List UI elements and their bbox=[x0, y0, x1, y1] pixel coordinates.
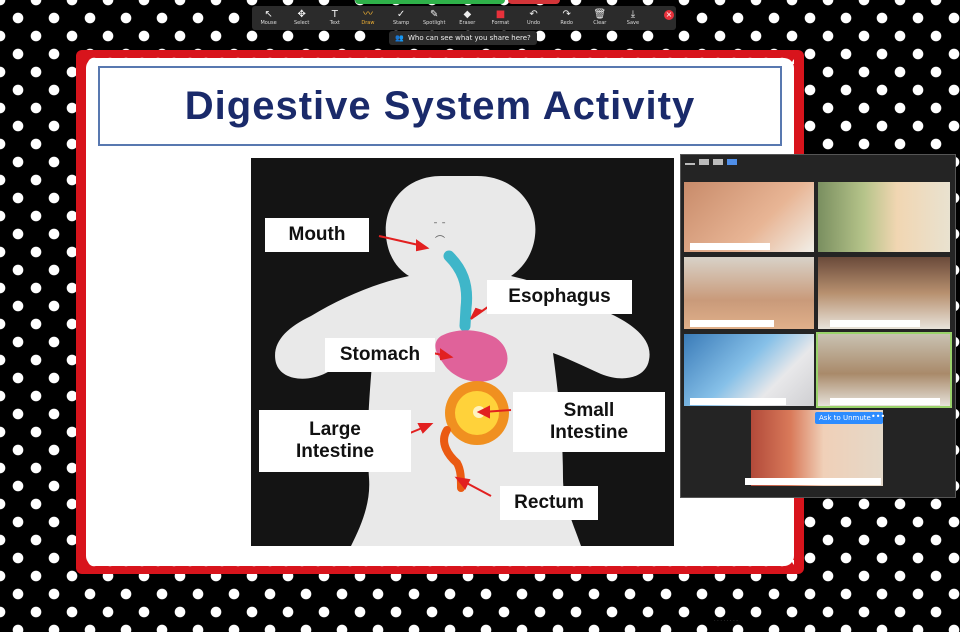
participant-name-bar bbox=[690, 320, 774, 327]
label-mouth: Mouth bbox=[265, 218, 369, 252]
sharing-indicator[interactable] bbox=[355, 0, 505, 4]
tool-mouse[interactable]: ↖Mouse bbox=[260, 9, 277, 27]
draw-icon: 〰 bbox=[362, 9, 373, 20]
label-small-intestine: Small Intestine bbox=[513, 392, 665, 452]
minimize-icon[interactable] bbox=[685, 163, 695, 165]
participant-tile[interactable] bbox=[818, 182, 950, 252]
tool-undo[interactable]: ↶Undo bbox=[527, 9, 541, 27]
trash-icon: 🗑 bbox=[593, 9, 607, 20]
label-esophagus: Esophagus bbox=[487, 280, 632, 314]
tool-select[interactable]: ✥Select bbox=[293, 9, 310, 27]
participant-name-bar bbox=[745, 478, 881, 485]
participant-tile[interactable] bbox=[684, 182, 814, 252]
participant-name-bar bbox=[830, 320, 920, 327]
tool-redo[interactable]: ↷Redo bbox=[560, 9, 573, 27]
spotlight-icon: ✎ bbox=[429, 9, 439, 20]
participant-name-bar bbox=[690, 243, 770, 250]
label-large-intestine: Large Intestine bbox=[259, 410, 411, 472]
more-options-button[interactable]: ••• bbox=[871, 412, 885, 424]
share-visibility-notice[interactable]: 👥 Who can see what you share here? bbox=[389, 31, 537, 45]
tool-format[interactable]: ■Format bbox=[491, 9, 510, 27]
format-icon: ■ bbox=[495, 9, 506, 20]
tool-stamp[interactable]: ✓Stamp bbox=[392, 9, 410, 27]
label-stomach: Stomach bbox=[325, 338, 435, 372]
label-rectum: Rectum bbox=[500, 486, 598, 520]
participant-name-bar bbox=[690, 398, 786, 405]
close-toolbar-icon[interactable]: × bbox=[664, 10, 674, 20]
select-icon: ✥ bbox=[297, 9, 306, 20]
text-icon: T bbox=[331, 9, 338, 20]
thumbnail-view-icon[interactable] bbox=[699, 159, 709, 165]
participant-name-bar bbox=[830, 398, 940, 405]
mouse-pointer-icon: ↖ bbox=[264, 9, 273, 20]
tool-save[interactable]: ⤓Save bbox=[626, 9, 640, 27]
undo-icon: ↶ bbox=[529, 9, 538, 20]
eraser-icon: ◆ bbox=[463, 9, 472, 20]
stamp-icon: ✓ bbox=[396, 9, 406, 20]
body-cutout-illustration: ˉ ˉ ⌒ bbox=[251, 158, 674, 546]
speaker-view-icon[interactable] bbox=[713, 159, 723, 165]
tool-draw[interactable]: 〰Draw bbox=[361, 9, 375, 27]
redo-icon: ↷ bbox=[562, 9, 571, 20]
gallery-view-icon[interactable] bbox=[727, 159, 737, 165]
ask-to-unmute-button[interactable]: Ask to Unmute bbox=[815, 412, 875, 424]
footnote-strip: · · · · · · · · bbox=[714, 618, 738, 624]
svg-text:ˉ ˉ: ˉ ˉ bbox=[433, 222, 446, 233]
slide-title-box: Digestive System Activity bbox=[98, 66, 782, 146]
participant-tile[interactable] bbox=[818, 257, 950, 329]
slide-title: Digestive System Activity bbox=[184, 83, 696, 128]
people-icon: 👥 bbox=[395, 34, 404, 42]
participant-tile-active-speaker[interactable] bbox=[816, 332, 952, 408]
save-icon: ⤓ bbox=[630, 9, 636, 20]
participant-tile[interactable] bbox=[684, 257, 814, 329]
tool-clear[interactable]: 🗑Clear bbox=[593, 9, 607, 27]
stop-share-button[interactable] bbox=[508, 0, 560, 4]
participant-tile[interactable] bbox=[684, 334, 814, 406]
tool-eraser[interactable]: ◆Eraser bbox=[459, 9, 476, 27]
activity-photo: ˉ ˉ ⌒ bbox=[251, 158, 674, 546]
gallery-view-controls bbox=[685, 159, 737, 165]
tool-spotlight[interactable]: ✎Spotlight bbox=[422, 9, 446, 27]
svg-text:⌒: ⌒ bbox=[435, 235, 445, 247]
